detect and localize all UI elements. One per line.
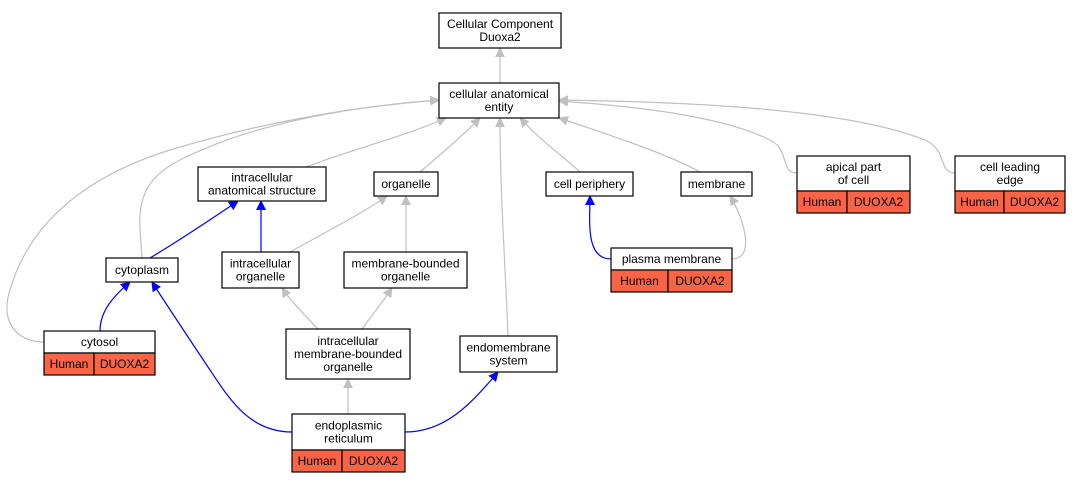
edge-cytosol-to-cytoplasm xyxy=(99,281,131,332)
node-label-line: cell periphery xyxy=(554,177,625,191)
node-label-line: reticulum xyxy=(324,432,373,446)
annotation-species: Human xyxy=(620,274,659,288)
node-label-line: organelle xyxy=(323,360,373,374)
node-label-line: organelle xyxy=(381,177,431,191)
annotation-species: Human xyxy=(960,195,999,209)
node-label-line: Cellular Component xyxy=(447,17,554,31)
edge-ias-to-cae xyxy=(305,117,447,168)
annotation-gene-cell xyxy=(846,190,911,214)
node-label-line: apical part xyxy=(826,160,882,174)
node-label-line: Duoxa2 xyxy=(479,30,521,44)
node-box xyxy=(221,251,300,289)
node-label-line: cytosol xyxy=(81,335,118,349)
edge-cytosol-to-cae xyxy=(6,95,440,343)
node-box xyxy=(438,82,560,119)
annotation-species: Human xyxy=(803,195,842,209)
edge-endomem-to-cae xyxy=(495,117,509,337)
edge-imbo-to-intorg xyxy=(281,287,319,330)
annotation-species: Human xyxy=(298,454,337,468)
node-organelle[interactable]: organelle xyxy=(373,171,439,197)
edge-organelle-to-cae xyxy=(419,117,481,173)
annotation-gene: DUOXA2 xyxy=(1010,195,1060,209)
node-box xyxy=(197,166,327,202)
annotation-gene: DUOXA2 xyxy=(100,357,150,371)
node-box xyxy=(291,413,406,451)
node-label-line: endomembrane xyxy=(466,341,550,355)
annotation-gene-cell xyxy=(667,269,733,293)
node-box xyxy=(680,171,753,197)
node-label-line: membrane-bounded xyxy=(351,257,459,271)
node-label-line: intracellular xyxy=(230,257,291,271)
node-box xyxy=(373,171,439,197)
edge-apical-to-cae xyxy=(558,96,798,174)
annotation-gene-cell xyxy=(1003,190,1066,214)
node-label-line: intracellular xyxy=(317,334,378,348)
node-label-line: organelle xyxy=(236,270,286,284)
node-label-line: cytoplasm xyxy=(115,263,169,277)
node-label-line: edge xyxy=(997,173,1024,187)
annotation-gene: DUOXA2 xyxy=(349,454,399,468)
annotation-species: Human xyxy=(50,357,89,371)
edge-membrane-to-cae xyxy=(558,116,701,173)
node-label-line: plasma membrane xyxy=(622,252,722,266)
node-label-line: membrane xyxy=(688,177,746,191)
node-cellper[interactable]: cell periphery xyxy=(545,171,634,197)
annotation-gene-cell xyxy=(341,449,406,473)
node-box xyxy=(545,171,634,197)
edge-leading-to-cae xyxy=(558,95,956,174)
edge-intorg-to-organelle xyxy=(289,195,388,253)
edge-cellper-to-cae xyxy=(519,117,581,173)
annotation-gene-cell xyxy=(93,352,156,376)
node-cytoplasm[interactable]: cytoplasm xyxy=(105,257,179,283)
node-label-line: anatomical structure xyxy=(208,184,316,198)
node-label-line: system xyxy=(489,354,527,368)
node-box xyxy=(285,328,411,380)
edges-layer xyxy=(6,47,956,433)
node-label-line: of cell xyxy=(838,173,869,187)
node-box xyxy=(438,12,562,49)
edge-cytoplasm-to-ias xyxy=(149,200,239,259)
annotation-gene: DUOXA2 xyxy=(675,274,725,288)
node-box xyxy=(459,335,558,373)
node-box xyxy=(105,257,179,283)
node-label-line: intracellular xyxy=(231,171,292,185)
node-label-line: organelle xyxy=(381,270,431,284)
node-label-line: cellular anatomical xyxy=(449,87,548,101)
edge-er-to-endomem xyxy=(404,371,499,433)
node-label-line: endoplasmic xyxy=(315,419,382,433)
edge-plasma-to-membrane xyxy=(729,195,747,260)
node-membrane[interactable]: membrane xyxy=(680,171,753,197)
edge-imbo-to-mbo xyxy=(361,287,393,330)
node-box xyxy=(343,251,468,289)
node-box xyxy=(954,155,1066,192)
node-label-line: membrane-bounded xyxy=(294,347,402,361)
node-label-line: cell leading xyxy=(980,160,1040,174)
edge-plasma-to-cellper xyxy=(584,195,612,260)
edge-er-to-cytoplasm xyxy=(151,281,293,433)
annotation-gene: DUOXA2 xyxy=(854,195,904,209)
node-label-line: entity xyxy=(485,100,514,114)
